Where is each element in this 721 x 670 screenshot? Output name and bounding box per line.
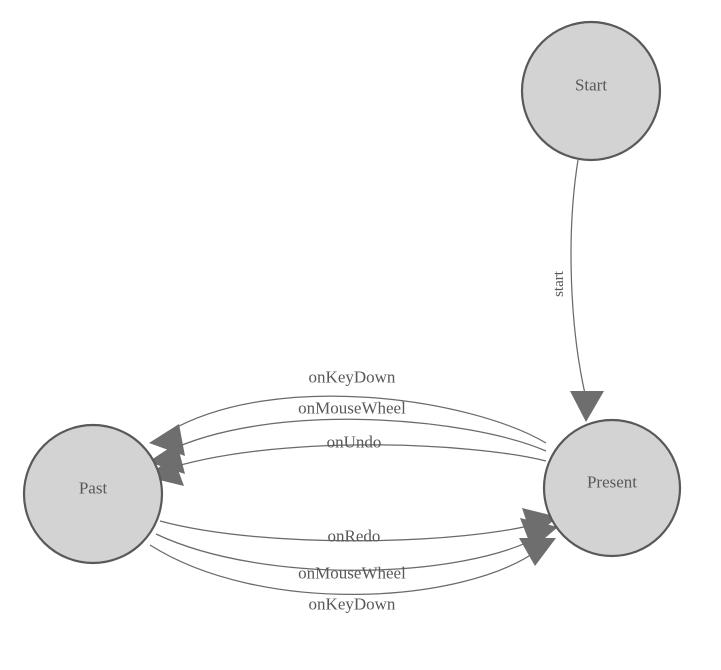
node-past-circle xyxy=(22,423,164,565)
edge-label-present-past-onmousewheel: onMouseWheel xyxy=(298,399,406,418)
node-present-circle xyxy=(542,418,682,558)
edge-label-past-present-onmousewheel: onMouseWheel xyxy=(298,564,406,583)
edge-start-present-path xyxy=(570,159,587,399)
edge-label-present-past-onundo: onUndo xyxy=(327,433,382,452)
edge-present-past-onmousewheel-path xyxy=(165,418,547,453)
node-past-label: Past xyxy=(79,479,108,498)
edge-past-present-onkeydown-arrowhead xyxy=(519,538,556,566)
edge-past-present-onredo-path xyxy=(159,520,541,542)
node-start-label: Start xyxy=(575,76,607,95)
edge-labels-layer: start onKeyDown onMouseWheel onUndo onRe… xyxy=(298,270,567,613)
node-present[interactable]: Present xyxy=(542,418,682,558)
nodes-layer: Start Past Present xyxy=(22,20,682,565)
edge-present-past-onundo-path xyxy=(163,444,547,471)
edge-start-present-arrowhead xyxy=(570,391,604,422)
edge-present-past-onkeydown-path xyxy=(167,395,547,444)
edge-label-past-present-onredo: onRedo xyxy=(328,527,381,546)
node-start[interactable]: Start xyxy=(520,20,662,162)
edge-past-present-onkeydown-path xyxy=(149,544,539,596)
edge-start-present[interactable] xyxy=(570,159,604,422)
node-present-label: Present xyxy=(587,473,637,492)
edge-label-past-present-onkeydown: onKeyDown xyxy=(309,595,396,614)
node-past[interactable]: Past xyxy=(22,423,164,565)
edge-label-present-past-onkeydown: onKeyDown xyxy=(309,368,396,387)
edge-past-present-onkeydown[interactable] xyxy=(149,538,556,596)
node-start-circle xyxy=(520,20,662,162)
edge-past-present-onmousewheel-path xyxy=(155,533,541,571)
edge-label-start: start xyxy=(551,270,567,297)
